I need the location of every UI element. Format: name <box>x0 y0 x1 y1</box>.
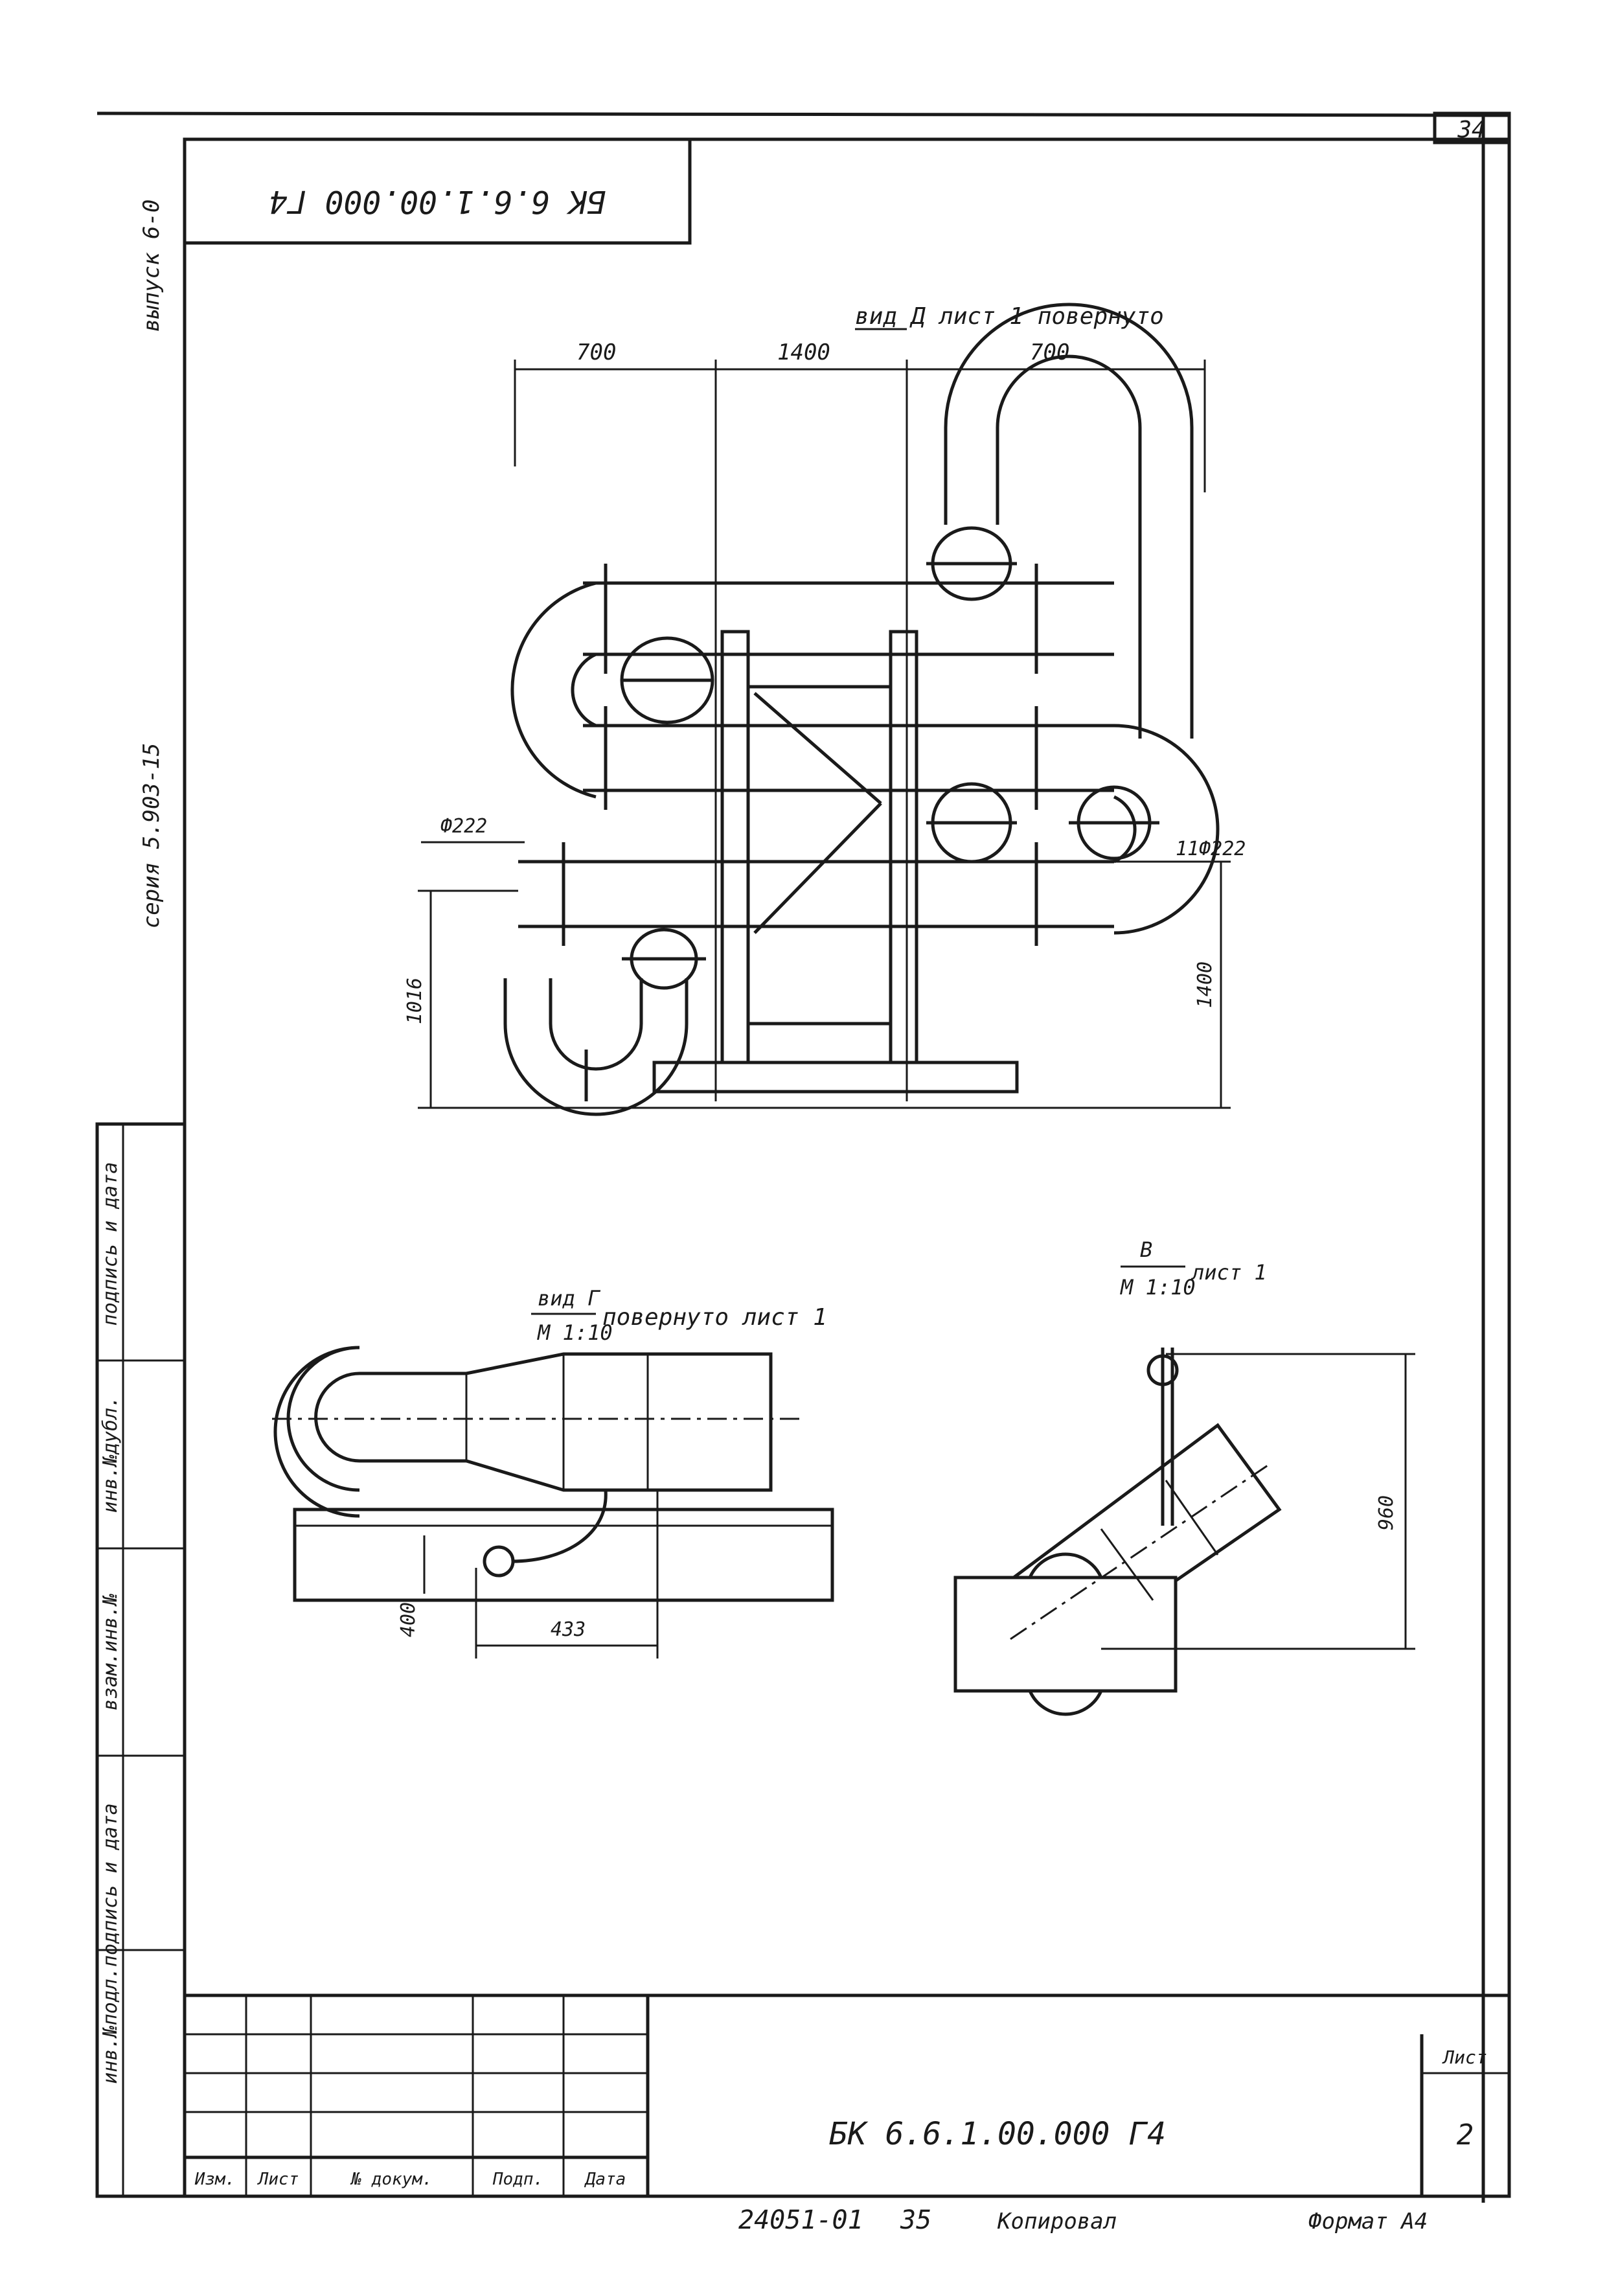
series-label: серия 5.903-15 <box>139 743 165 929</box>
left-view-pipe <box>359 1352 773 1492</box>
dim-1400-vertical: 1400 <box>1194 961 1216 1008</box>
view-left-title-suffix: повернуто лист 1 <box>602 1304 827 1331</box>
view-right: В М 1:10 лист 1 960 <box>953 1237 1415 1716</box>
dim-1400: 1400 <box>777 339 830 365</box>
view-left: вид Г М 1:10 повернуто лист 1 400 433 <box>272 1286 834 1659</box>
footer-format: Формат А4 <box>1308 2209 1428 2234</box>
dim-1016: 1016 <box>404 978 426 1024</box>
th-doc: № докум. <box>350 2170 432 2189</box>
th-date: Дата <box>584 2170 626 2189</box>
stamp-rotated: БК 6.6.1.00.000 Г4 <box>269 183 606 220</box>
view-right-title-bottom: М 1:10 <box>1120 1275 1196 1300</box>
left-view-bend <box>273 1346 360 1518</box>
title-block: Изм. Лист № докум. Подп. Дата БК 6.6.1.0… <box>183 1993 1511 2198</box>
dim-phi-left: Ф222 <box>440 815 487 838</box>
lower-bend <box>503 978 689 1116</box>
dim-433: 433 <box>551 1618 586 1641</box>
dim-400: 400 <box>397 1602 420 1637</box>
right-bend <box>1113 724 1220 935</box>
th-list: Лист <box>257 2170 299 2189</box>
dim-700-right: 700 <box>1030 339 1069 365</box>
inv-sign-date-label: инв.№подл.подпись и дата <box>99 1803 122 2084</box>
view-top-title: вид Д лист 1 повернуто <box>855 303 1164 330</box>
footer-copied: Копировал <box>997 2209 1117 2234</box>
left-view-header <box>293 1508 834 1602</box>
th-izm: Изм. <box>194 2170 236 2189</box>
upper-bend <box>944 303 1194 739</box>
corner-box <box>1433 111 1511 144</box>
sheet-number: 2 <box>1457 2118 1474 2152</box>
right-view-header <box>953 1576 1178 1693</box>
document-code: БК 6.6.1.00.000 Г4 <box>829 2116 1166 2152</box>
support-left <box>720 630 750 1064</box>
issue-label: выпуск 6-0 <box>139 200 165 332</box>
inv-dup-label: инв.№дубл. <box>99 1396 122 1513</box>
right-view-branch <box>1012 1423 1282 1583</box>
footer: 24051-01 35 Копировал Формат А4 <box>738 2205 1428 2235</box>
dim-960: 960 <box>1375 1495 1398 1530</box>
th-sign: Подп. <box>492 2170 543 2189</box>
horizontal-pipes <box>518 581 1114 928</box>
top-rule <box>97 111 1510 117</box>
view-right-title-suffix: лист 1 <box>1191 1260 1267 1285</box>
view-right-title-top: В <box>1140 1237 1152 1262</box>
dim-phi-right: 11Ф222 <box>1176 838 1246 860</box>
dim-700-left: 700 <box>576 339 616 365</box>
replace-inv-label: взам.инв.№ <box>99 1594 122 1711</box>
sign-date-label: подпись и дата <box>99 1162 122 1326</box>
support-right <box>889 630 918 1064</box>
sheet-label: Лист <box>1442 2047 1487 2068</box>
view-left-title-bottom: М 1:10 <box>537 1320 613 1345</box>
view-top: вид Д лист 1 повернуто 700 1400 700 <box>404 303 1246 1116</box>
view-left-title-top: вид Г <box>538 1286 601 1311</box>
drawing-frame <box>183 137 1511 2198</box>
base-plate <box>652 1061 1019 1094</box>
left-stamp <box>95 1122 187 2198</box>
left-bend <box>510 581 597 799</box>
footer-archive: 24051-01 <box>738 2205 863 2235</box>
stamp-box <box>183 137 692 245</box>
footer-page: 35 <box>900 2205 931 2235</box>
sheet-corner-number: 34 <box>1457 117 1485 143</box>
